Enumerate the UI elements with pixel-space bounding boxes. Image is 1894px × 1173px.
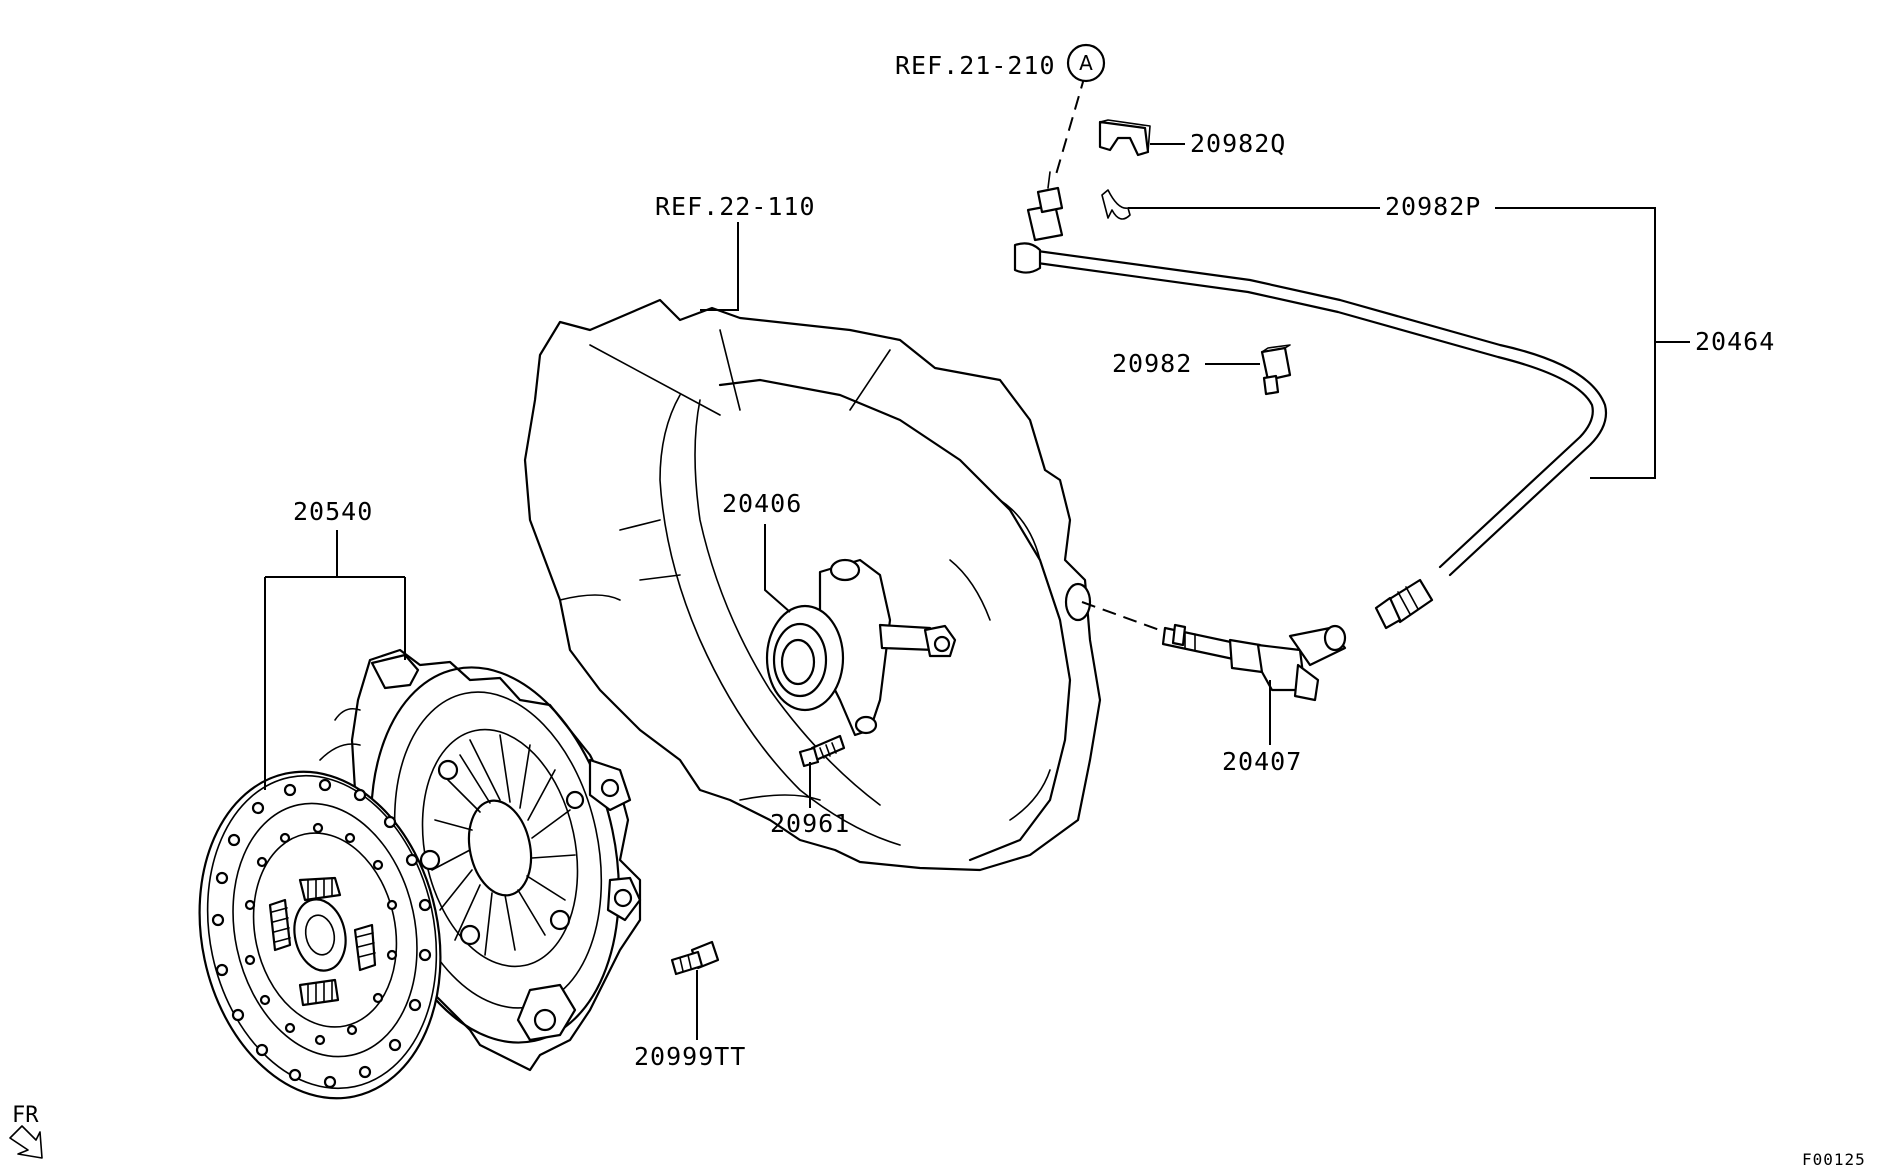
clip-20982Q — [1098, 119, 1151, 157]
label-20464: 20464 — [1695, 327, 1775, 356]
clutch-cover — [319, 648, 642, 1072]
label-ref-22-110: REF.22-110 — [655, 192, 816, 221]
label-20982Q: 20982Q — [1190, 129, 1286, 158]
clutch-hose — [1161, 623, 1347, 702]
label-20406: 20406 — [722, 489, 802, 518]
bolt-20961 — [798, 734, 846, 768]
ref-circle-a — [1066, 43, 1106, 83]
label-figure-code: F00125 — [1802, 1150, 1866, 1169]
label-ref-21-210: REF.21-210 — [895, 51, 1056, 80]
concentric-slave-cylinder — [765, 558, 957, 737]
label-20982: 20982 — [1112, 349, 1192, 378]
front-direction-arrow — [9, 1125, 43, 1159]
ref-marker-a: A — [1079, 51, 1093, 75]
clutch-tube — [1013, 171, 1608, 630]
bracket-20982 — [1260, 344, 1292, 396]
clip-20982P — [1101, 189, 1131, 220]
dashed-line-hose — [1081, 601, 1166, 633]
dashed-line-ref-a — [1054, 74, 1086, 179]
bolt-20999TT — [670, 940, 720, 976]
label-20407: 20407 — [1222, 747, 1302, 776]
label-direction-fr: FR — [12, 1103, 39, 1128]
leader-lines — [264, 143, 1690, 1040]
label-20540: 20540 — [293, 497, 373, 526]
clutch-disc — [198, 770, 442, 1100]
label-20999TT: 20999TT — [634, 1042, 746, 1071]
label-20982P: 20982P — [1385, 192, 1481, 221]
label-20961: 20961 — [770, 809, 850, 838]
transmission-housing — [523, 298, 1102, 872]
